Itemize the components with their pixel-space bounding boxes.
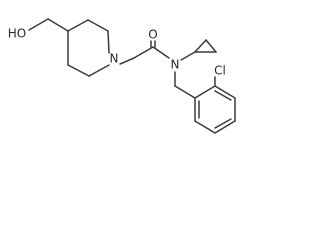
bond-cyclopropyl-b xyxy=(205,39,217,53)
bond-cyclopropyl-a xyxy=(194,39,207,53)
bond-ring-c4-c3 xyxy=(67,19,89,32)
bond-benzene-5 xyxy=(194,120,216,134)
bond-benzene-inner-3 xyxy=(214,118,232,129)
bond-benzene-2 xyxy=(214,85,236,99)
bond-ring-c2-n1 xyxy=(107,30,110,54)
amide-nitrogen-label: N xyxy=(171,58,180,72)
chemical-structure-diagram: HO N O N Cl xyxy=(8,18,236,134)
bond-ho-ch2 xyxy=(28,18,49,31)
bond-ch2-c4 xyxy=(47,18,69,32)
bond-n1-ch2 xyxy=(119,57,135,65)
bond-ring-c3-c2 xyxy=(87,19,109,32)
hydroxyl-label: HO xyxy=(8,27,26,41)
bond-benzyl-ch2-ring xyxy=(174,85,196,99)
carbonyl-oxygen-label: O xyxy=(148,28,157,42)
chlorine-label: Cl xyxy=(214,64,226,78)
bond-benzene-1 xyxy=(194,85,216,99)
bond-ch2-carbonyl xyxy=(133,46,154,59)
bond-n-cyclopropyl xyxy=(180,51,196,61)
bond-benzene-inner-2 xyxy=(214,90,232,101)
bond-carbonyl-n-amide xyxy=(152,46,170,59)
bond-benzene-4 xyxy=(214,120,236,134)
bond-ring-c6-c5 xyxy=(67,64,90,77)
piperidine-nitrogen-label: N xyxy=(110,52,119,66)
bond-ring-n1-c6 xyxy=(88,64,110,77)
